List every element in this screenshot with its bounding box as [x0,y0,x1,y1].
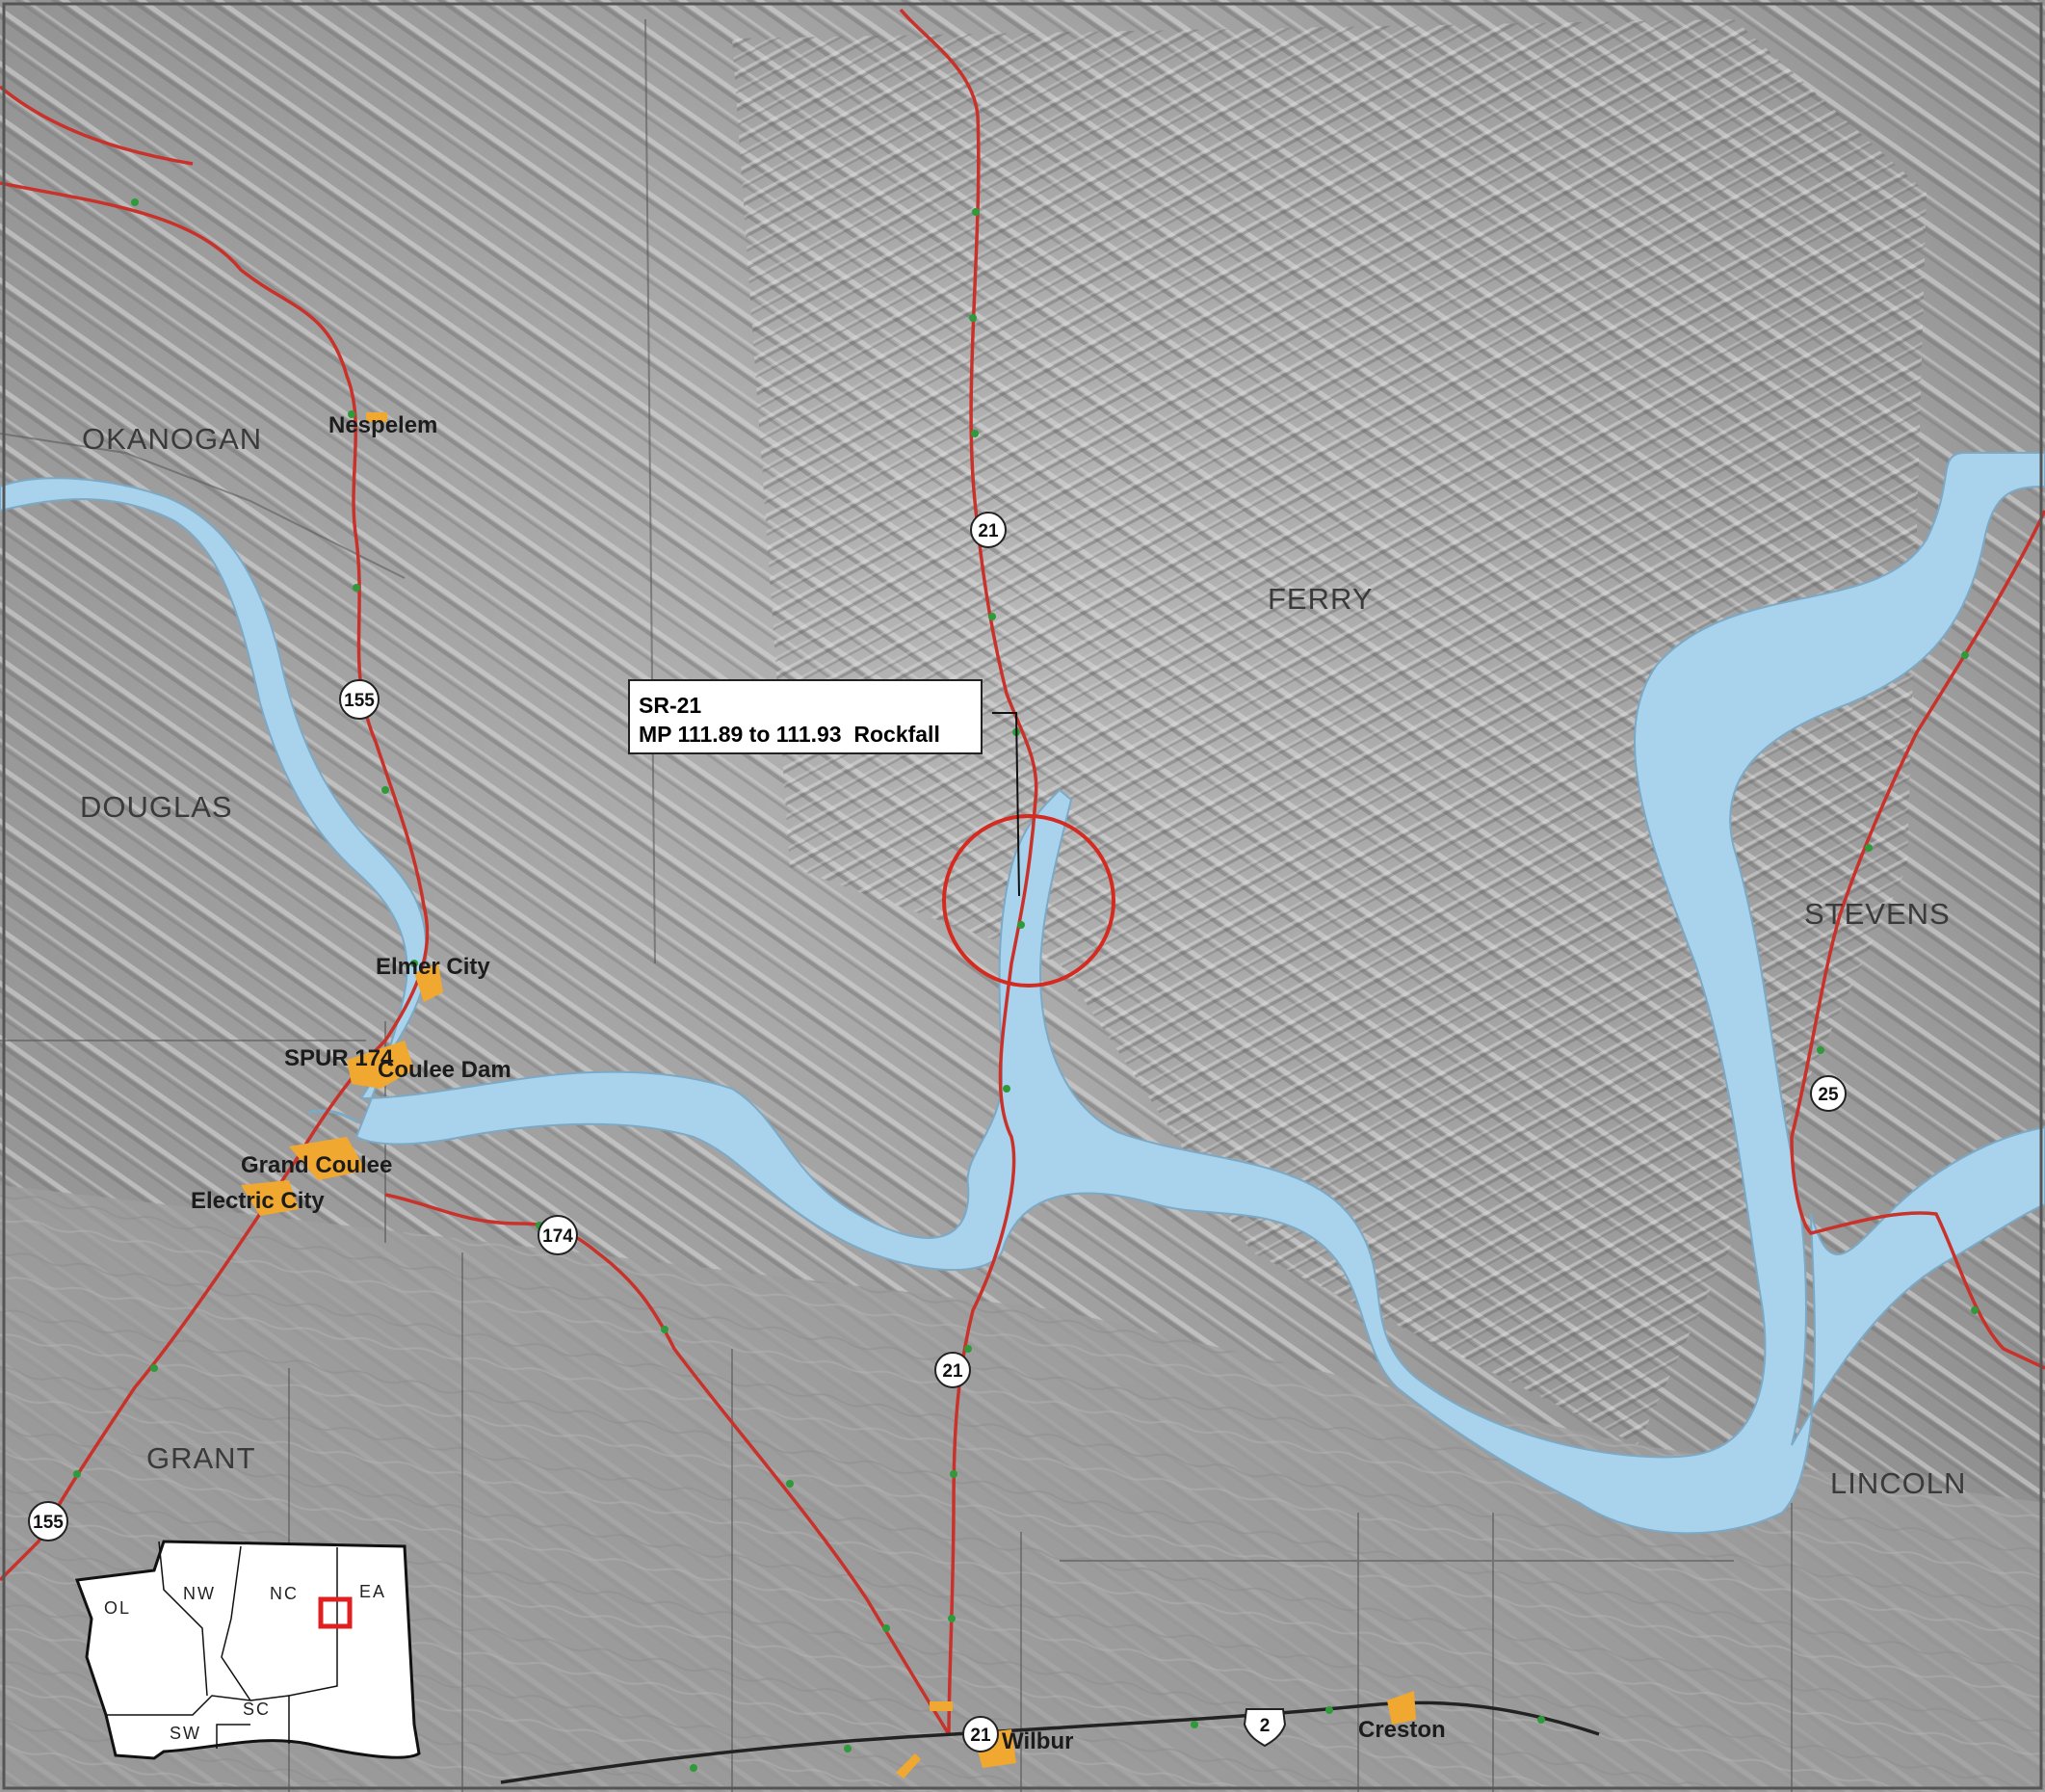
town-label-elmer-city: Elmer City [376,954,490,980]
town-label-spur-174: SPUR 174 [284,1045,394,1071]
columbia-river [0,451,2045,1535]
sr-155-route [0,181,430,1582]
inset-region-ol: OL [104,1598,131,1618]
county-labels: OKANOGAN DOUGLAS FERRY STEVENS GRANT LIN… [80,422,1966,1500]
svg-text:155: 155 [344,691,375,711]
callout-box [628,679,983,754]
town-label-coulee-dam: Coulee Dam [378,1057,511,1083]
town-label-wilbur: Wilbur [1002,1728,1073,1754]
inset-location-marker [318,1596,353,1629]
shield-sr155-south: 155 [28,1501,68,1542]
state-routes [0,8,2045,1735]
county-label-douglas: DOUGLAS [80,790,233,824]
sr-21-route [899,8,1038,1735]
town-area-elmer-city [414,963,443,1002]
svg-text:174: 174 [542,1226,573,1247]
county-label-okanogan: OKANOGAN [82,422,262,456]
town-area-nespelem [366,412,387,422]
town-label-nespelem: Nespelem [328,412,437,438]
town-label-creston: Creston [1358,1717,1446,1743]
town-labels: Nespelem Elmer City SPUR 174 Coulee Dam … [191,412,1446,1754]
svg-text:25: 25 [1818,1085,1839,1105]
county-label-stevens: STEVENS [1804,897,1951,931]
callout-leader-line [992,712,1020,897]
us-routes [500,1700,1600,1784]
town-area-electric-city [241,1180,299,1216]
town-area-grand-coulee [289,1137,366,1180]
sr-174-route [384,1193,951,1735]
inset-region-nw: NW [183,1584,216,1603]
town-area-wilbur-north [930,1701,953,1711]
shield-sr174: 174 [537,1215,578,1255]
county-label-grant: GRANT [146,1441,256,1475]
plateau-texture [0,1185,2045,1792]
town-area-coulee-dam [347,1041,414,1089]
shield-sr21-mid: 21 [934,1352,971,1388]
town-label-grand-coulee: Grand Coulee [241,1152,392,1178]
rockfall-site-circle [942,814,1115,988]
rockfall-callout: SR-21 MP 111.89 to 111.93 Rockfall [628,679,983,754]
svg-text:21: 21 [970,1726,991,1746]
svg-text:155: 155 [33,1513,64,1533]
county-label-ferry: FERRY [1268,582,1374,616]
mountain-relief [732,19,1927,1445]
shield-sr155-north: 155 [339,679,380,720]
okanogan-route [0,85,194,166]
shield-sr21-wilbur: 21 [962,1716,999,1752]
callout-detail: MP 111.89 to 111.93 Rockfall [639,722,940,747]
shield-sr25: 25 [1810,1075,1847,1112]
inset-washington-map: OL NW NC EA SW SC [74,1540,421,1760]
shield-us2: 2 [1243,1708,1287,1748]
milepost-dots [73,198,1979,1772]
sr-25-route [1790,510,2045,1370]
svg-text:21: 21 [942,1361,963,1382]
inset-region-ea: EA [359,1582,386,1601]
shield-sr21-north: 21 [970,512,1007,548]
inset-region-sc: SC [243,1700,271,1719]
county-label-lincoln: LINCOLN [1830,1466,1966,1500]
callout-route: SR-21 [639,693,701,718]
us-2-route [500,1700,1600,1784]
inset-region-sw: SW [170,1724,201,1743]
town-area-creston [1387,1691,1416,1725]
inset-state-outline [74,1540,421,1760]
inset-region-nc: NC [270,1584,299,1603]
dam-channel [307,1109,359,1124]
town-label-electric-city: Electric City [191,1188,325,1214]
svg-text:2: 2 [1260,1716,1271,1736]
route-shields: 21 155 174 21 21 25 155 2 [28,512,1847,1752]
town-area-wilbur-spur [896,1753,921,1779]
town-areas [241,412,1416,1779]
svg-text:21: 21 [978,521,999,541]
